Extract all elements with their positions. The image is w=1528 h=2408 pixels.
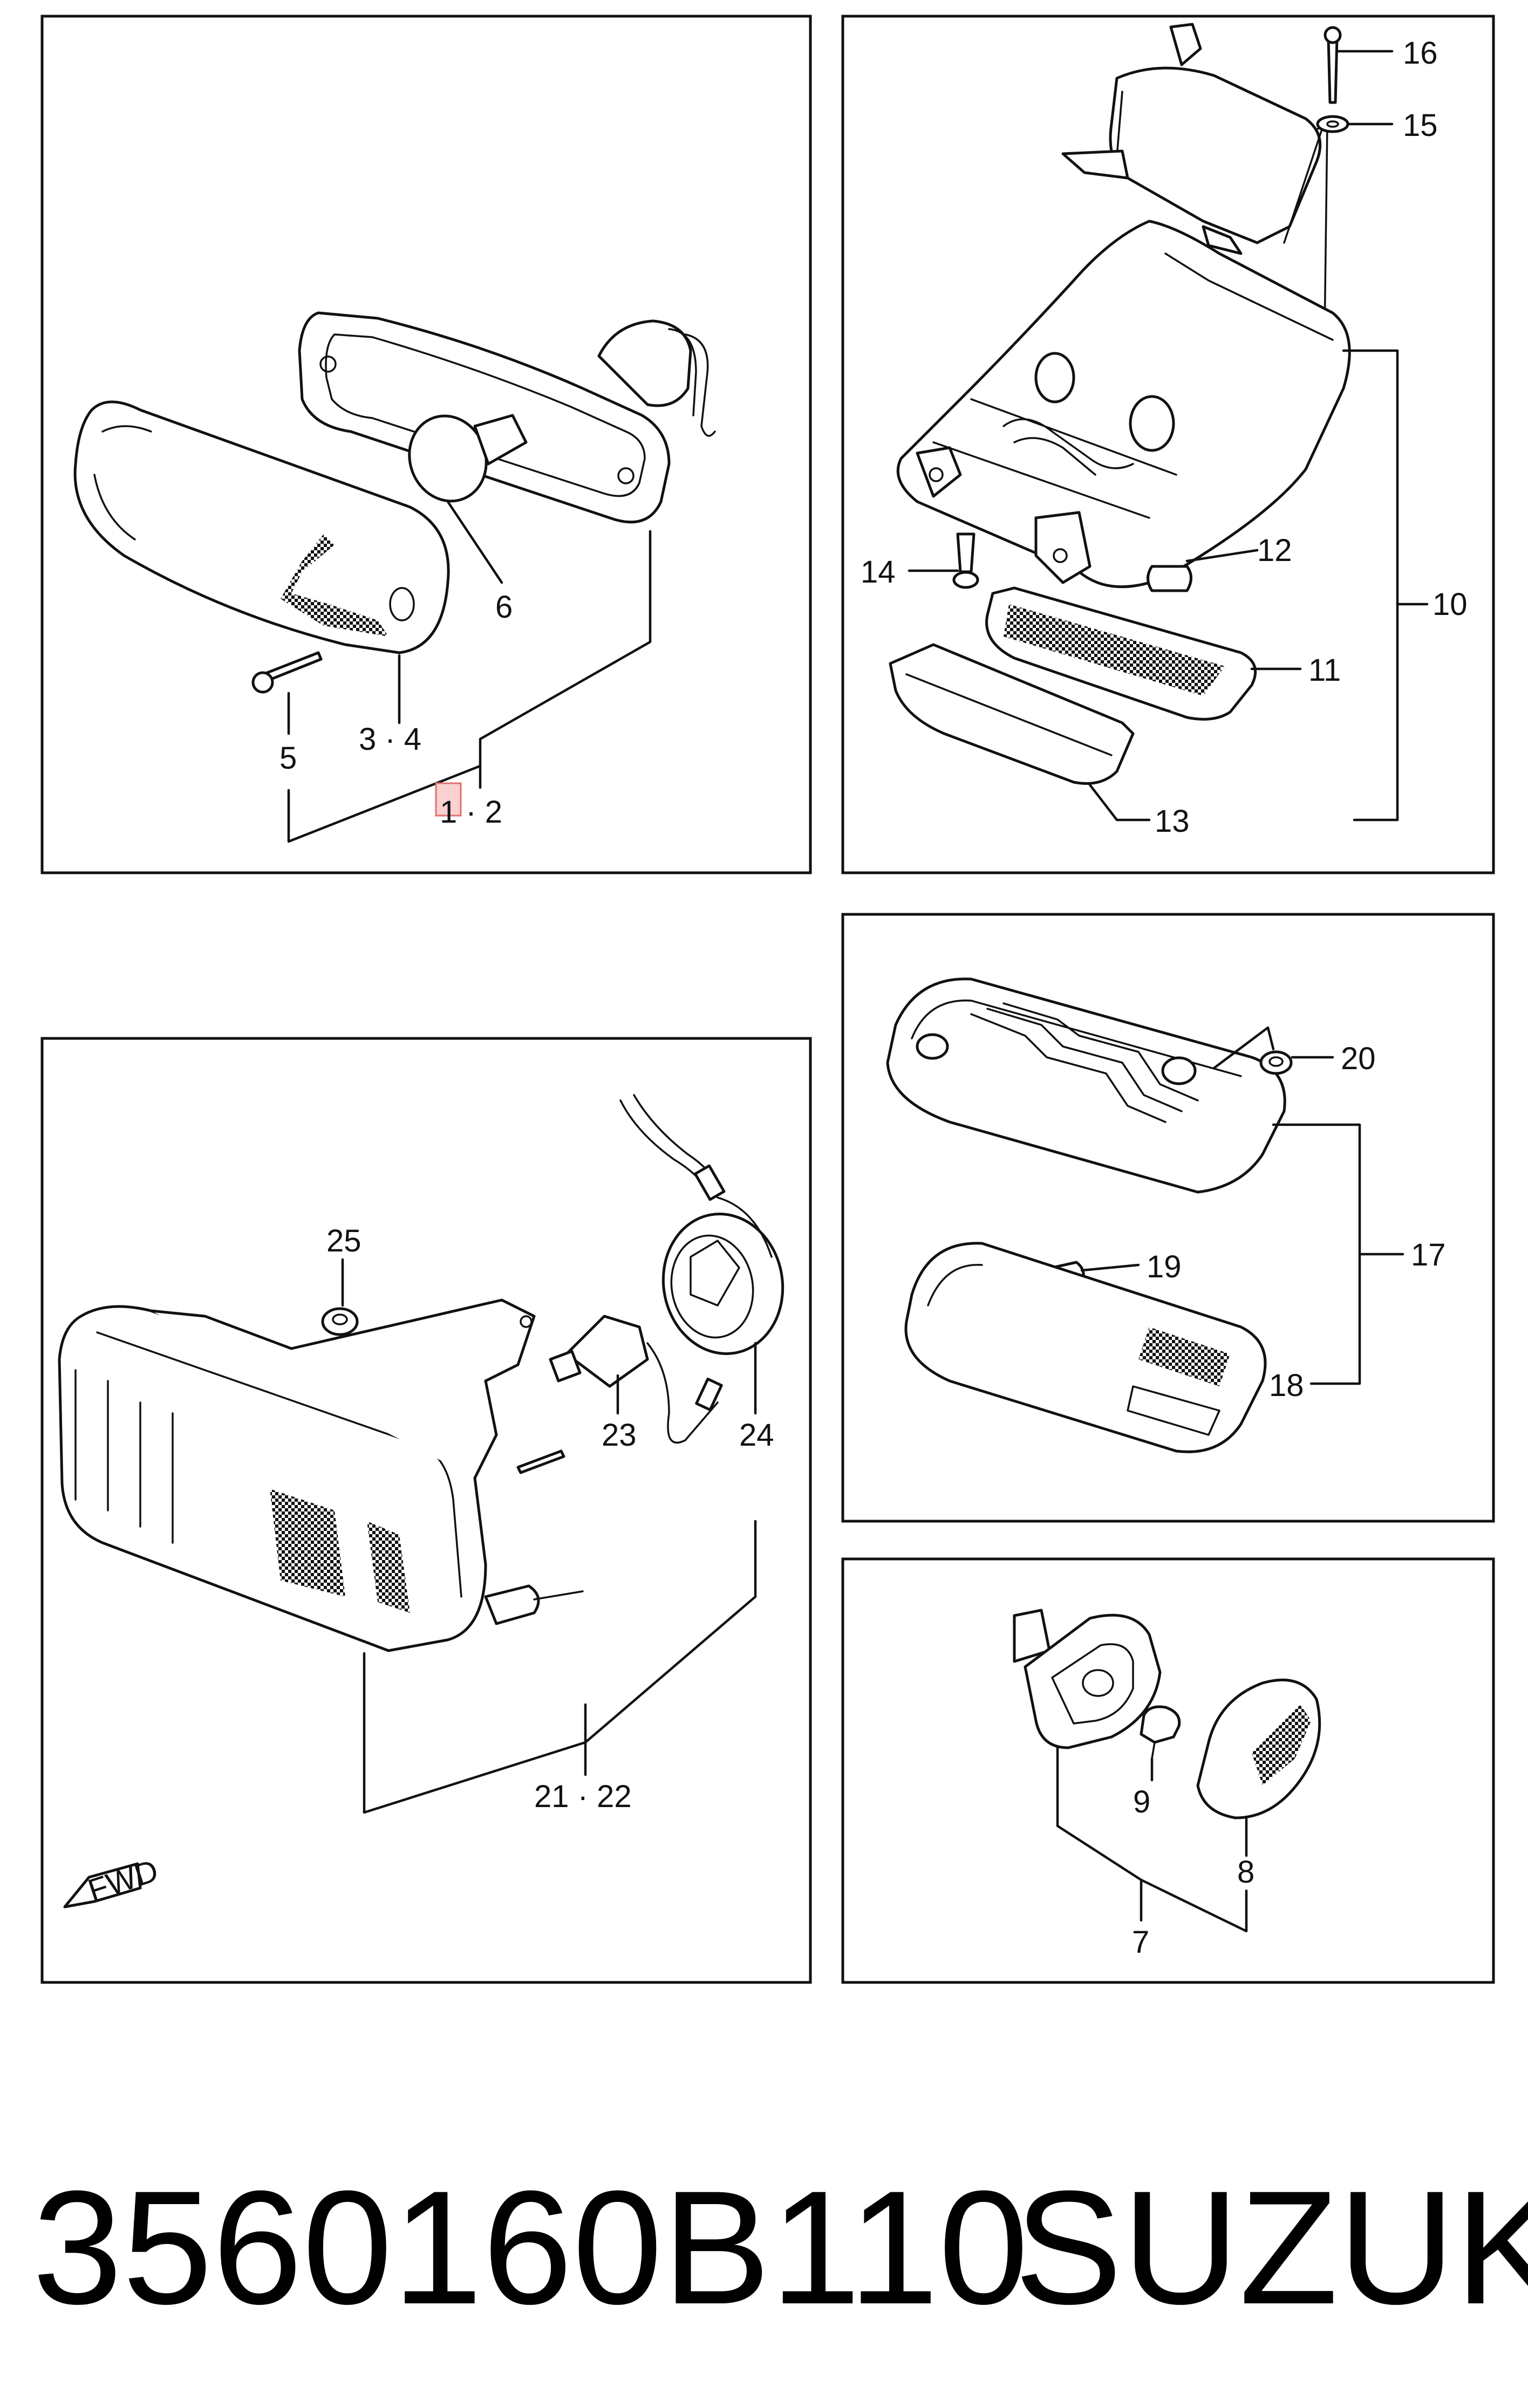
screw-16 xyxy=(1324,26,1342,104)
leader-12-bracket xyxy=(287,530,652,843)
lens-18 xyxy=(904,1242,1267,1453)
nut-25 xyxy=(321,1307,359,1336)
leader-6 xyxy=(446,500,503,584)
callout-20: 20 xyxy=(1341,1041,1376,1076)
leader-12 xyxy=(1185,549,1259,563)
callout-10: 10 xyxy=(1432,587,1468,622)
callout-1-2: 1 · 2 xyxy=(440,795,502,830)
callout-6: 6 xyxy=(495,590,513,625)
callout-18: 18 xyxy=(1269,1368,1304,1403)
callout-21-22: 21 · 22 xyxy=(534,1779,632,1814)
panel-interior-lamp: 16 15 14 12 10 11 13 xyxy=(841,15,1495,874)
fog-lamp-body xyxy=(58,1298,584,1652)
callout-15: 15 xyxy=(1403,108,1438,143)
screw-14 xyxy=(952,532,979,589)
panel-map-lamp: 20 19 17 18 xyxy=(841,913,1495,1523)
panel-frame xyxy=(841,1557,1495,1984)
callout-11: 11 xyxy=(1308,653,1341,688)
side-marker-socket xyxy=(1013,1609,1162,1749)
turn-signal-housing xyxy=(298,311,716,524)
leader-19 xyxy=(1080,1263,1140,1272)
callout-23: 23 xyxy=(602,1418,637,1453)
callout-19: 19 xyxy=(1147,1249,1182,1284)
brand-name: SUZUKI xyxy=(1014,2157,1528,2338)
nut-20 xyxy=(1259,1050,1293,1075)
cover-13 xyxy=(889,643,1135,785)
panel-side-marker: 9 8 7 xyxy=(841,1557,1495,1984)
part-number: 3560160B110 xyxy=(32,2157,1028,2338)
lens-8 xyxy=(1196,1678,1321,1819)
callout-3-4: 3 · 4 xyxy=(359,722,421,757)
bulb-12 xyxy=(1147,565,1192,592)
callout-13: 13 xyxy=(1155,804,1190,839)
bulb-9 xyxy=(1140,1705,1181,1760)
callout-5: 5 xyxy=(279,741,297,776)
leader-10-bracket xyxy=(1342,349,1399,822)
callout-14: 14 xyxy=(861,555,896,590)
washer-15 xyxy=(1316,115,1349,133)
callout-17: 17 xyxy=(1411,1237,1446,1273)
callout-9: 9 xyxy=(1133,1784,1150,1819)
leader-13 xyxy=(1088,783,1151,822)
callout-24: 24 xyxy=(739,1418,774,1453)
bulb-23 xyxy=(549,1315,723,1444)
selection-highlight xyxy=(435,782,462,817)
turn-signal-lens xyxy=(73,400,450,654)
panel-fog-lamp: FWD 25 23 24 21 · 22 xyxy=(40,1037,812,1984)
leader-20-cone xyxy=(1212,1026,1275,1070)
callout-12: 12 xyxy=(1257,533,1292,568)
callout-8: 8 xyxy=(1237,1855,1254,1890)
panel-turn-signal: 6 5 3 · 4 1 · 2 xyxy=(40,15,812,874)
screw-5 xyxy=(251,651,323,694)
interior-lamp-housing xyxy=(896,220,1351,589)
callout-16: 16 xyxy=(1403,36,1438,71)
lamp-bracket xyxy=(1061,23,1328,336)
map-lamp-housing xyxy=(886,977,1286,1194)
socket-24 xyxy=(619,1094,785,1355)
callout-25: 25 xyxy=(326,1223,361,1258)
lens-11 xyxy=(985,586,1257,721)
callout-7: 7 xyxy=(1132,1925,1149,1960)
